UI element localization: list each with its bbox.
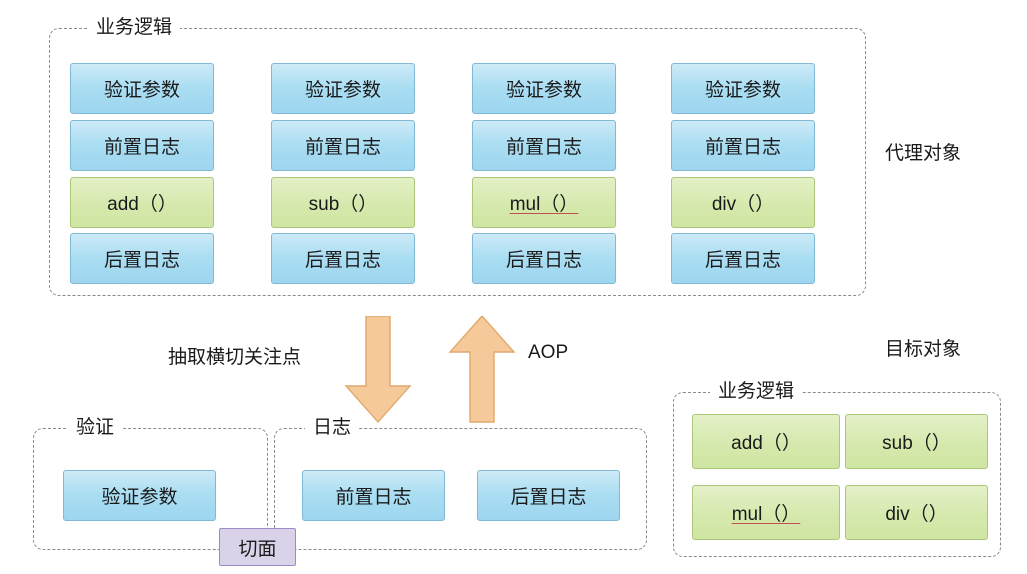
arrow-down-icon xyxy=(344,316,412,424)
proxy-col2-after-log: 后置日志 xyxy=(271,233,415,284)
proxy-business-logic-title: 业务逻辑 xyxy=(88,18,181,38)
target-mul-box: mul（） xyxy=(692,485,840,540)
arrow-up-icon xyxy=(448,316,516,423)
log-group xyxy=(274,428,647,550)
proxy-col2-validate: 验证参数 xyxy=(271,63,415,114)
log-group-title: 日志 xyxy=(305,418,360,438)
after-log-box: 后置日志 xyxy=(477,470,620,521)
proxy-col4-after-log: 后置日志 xyxy=(671,233,815,284)
proxy-col1-after-log: 后置日志 xyxy=(70,233,214,284)
proxy-business-logic-group xyxy=(49,28,866,296)
proxy-object-label: 代理对象 xyxy=(885,143,962,164)
validate-group xyxy=(33,428,268,550)
validate-param-box: 验证参数 xyxy=(63,470,216,521)
proxy-col2-before-log: 前置日志 xyxy=(271,120,415,171)
target-business-logic-title: 业务逻辑 xyxy=(710,382,803,402)
target-sub-box: sub（） xyxy=(845,414,988,469)
target-business-logic-group xyxy=(673,392,1001,557)
proxy-col3-after-log: 后置日志 xyxy=(472,233,616,284)
target-mul-label: mul（） xyxy=(731,504,801,525)
proxy-col2-method: sub（） xyxy=(271,177,415,228)
target-object-label: 目标对象 xyxy=(885,339,962,360)
proxy-col3-method-label: mul（） xyxy=(509,194,579,215)
aspect-badge: 切面 xyxy=(219,528,296,566)
target-div-box: div（） xyxy=(845,485,988,540)
proxy-col3-before-log: 前置日志 xyxy=(472,120,616,171)
proxy-col4-validate: 验证参数 xyxy=(671,63,815,114)
proxy-col4-method: div（） xyxy=(671,177,815,228)
proxy-col1-before-log: 前置日志 xyxy=(70,120,214,171)
proxy-col1-method: add（） xyxy=(70,177,214,228)
target-add-box: add（） xyxy=(692,414,840,469)
proxy-col3-validate: 验证参数 xyxy=(472,63,616,114)
proxy-col3-method: mul（） xyxy=(472,177,616,228)
validate-group-title: 验证 xyxy=(68,418,123,438)
before-log-box: 前置日志 xyxy=(302,470,445,521)
proxy-col1-validate: 验证参数 xyxy=(70,63,214,114)
aop-label: AOP xyxy=(528,342,569,363)
proxy-col4-before-log: 前置日志 xyxy=(671,120,815,171)
extract-crosscutting-label: 抽取横切关注点 xyxy=(168,347,302,368)
